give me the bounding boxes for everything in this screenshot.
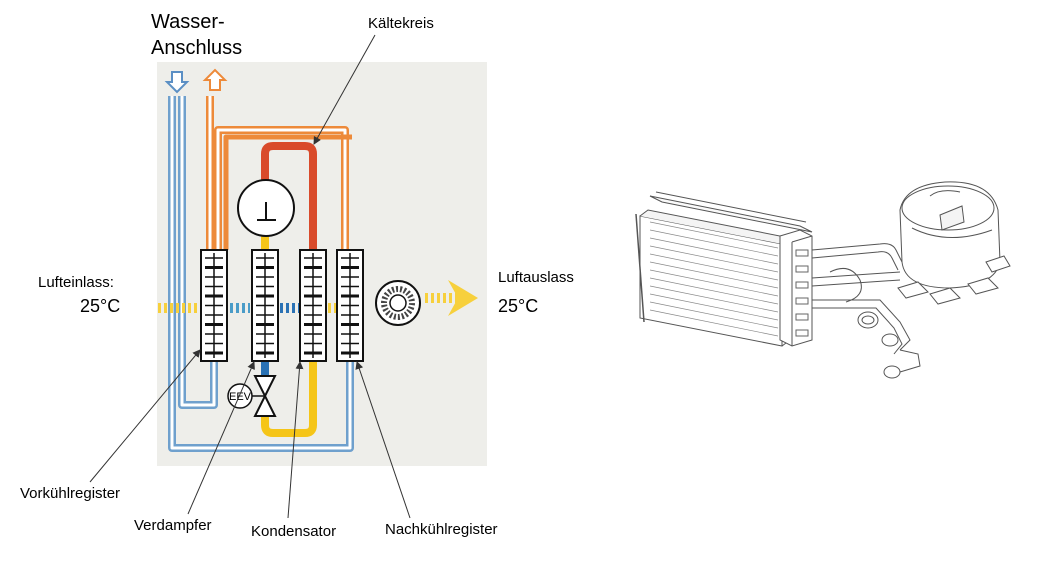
air-outlet-label: Luftauslass: [498, 269, 574, 286]
condenser-register: [299, 249, 327, 362]
warm-water-pipes: [206, 96, 352, 250]
aftercooler-register: [336, 249, 364, 362]
aftercooler-label: Nachkühlregister: [385, 521, 498, 538]
unit-product-drawing: [635, 181, 1011, 379]
air-inlet-temperature: 25°C: [80, 296, 120, 316]
valve-label: EEV: [229, 391, 252, 403]
water-connection-title: Wasser-: [151, 11, 225, 33]
water-connection-title-2: Anschluss: [151, 37, 242, 59]
water-outlet-arrow-icon: [202, 68, 228, 91]
leader-lines: [89, 34, 411, 519]
fan-icon: [375, 280, 421, 326]
evaporator-label: Verdampfer: [134, 517, 212, 534]
refrigerant-circuit-label: Kältekreis: [368, 15, 434, 32]
condenser-label: Kondensator: [251, 523, 336, 540]
precooler-register: [200, 249, 228, 362]
evaporator-register: [251, 249, 279, 362]
water-inlet-arrow-icon: [164, 71, 190, 94]
air-outlet-temperature: 25°C: [498, 296, 538, 316]
expansion-valve-icon: EEV: [227, 375, 277, 417]
cold-water-pipes: [168, 96, 354, 452]
precooler-label: Vorkühlregister: [20, 485, 120, 502]
air-outflow-arrow-icon: [425, 280, 478, 316]
compressor-icon: [237, 179, 295, 237]
air-inlet-label: Lufteinlass:: [38, 274, 114, 291]
